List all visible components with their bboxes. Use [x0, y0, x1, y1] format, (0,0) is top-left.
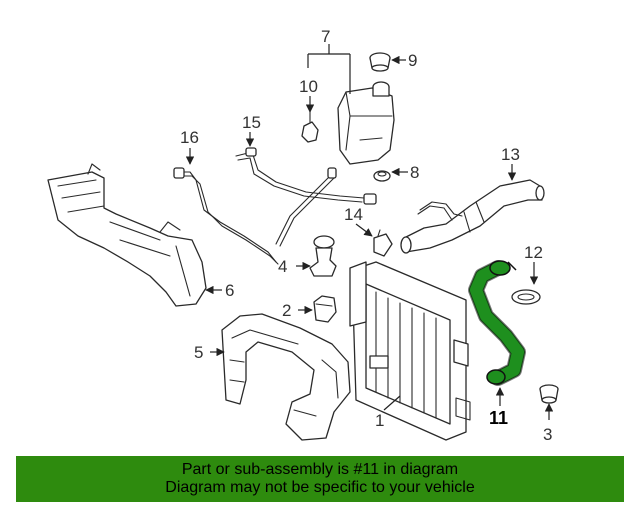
- callout-6: 6: [205, 281, 234, 300]
- part-2-mount: [313, 295, 337, 323]
- callout-label-5: 5: [194, 343, 203, 362]
- part-9-cap: [369, 52, 391, 72]
- part-7-expansion-tank: [337, 81, 395, 165]
- callout-label-13: 13: [501, 145, 520, 164]
- callout-label-3: 3: [543, 425, 552, 444]
- callout-14: 14: [344, 205, 373, 237]
- callout-label-2: 2: [282, 301, 291, 320]
- part-1-radiator: [349, 261, 471, 441]
- part-8-grommet: [373, 170, 391, 182]
- callout-label-14: 14: [344, 205, 363, 224]
- callout-label-16: 16: [180, 128, 199, 147]
- callout-13: 13: [501, 145, 520, 181]
- part-6-left-air-guide: [47, 163, 207, 307]
- callout-label-1: 1: [375, 411, 384, 430]
- callout-7: 7: [307, 27, 351, 94]
- callout-label-4: 4: [278, 257, 287, 276]
- callout-label-10: 10: [299, 77, 318, 96]
- part-13-upper-hose: [400, 179, 545, 254]
- notice-line-part-number: Part or sub-assembly is #11 in diagram: [181, 461, 459, 478]
- callout-5: 5: [194, 343, 225, 362]
- callout-3: 3: [543, 403, 554, 444]
- callout-label-9: 9: [408, 51, 417, 70]
- callout-11: 11: [489, 387, 508, 428]
- part-12-clamp: [511, 289, 541, 305]
- callout-1: 1: [375, 395, 401, 430]
- notice-line-disclaimer: Diagram may not be specific to your vehi…: [165, 479, 475, 496]
- part-4-thermostat: [309, 235, 337, 277]
- callout-10: 10: [299, 77, 318, 113]
- callout-4: 4: [278, 257, 311, 276]
- callout-8: 8: [391, 163, 419, 182]
- callout-9: 9: [391, 51, 417, 70]
- callout-label-8: 8: [410, 163, 419, 182]
- callout-label-7: 7: [321, 27, 330, 46]
- callout-label-15: 15: [242, 113, 261, 132]
- callout-16: 16: [180, 128, 199, 165]
- part-5-lower-deflector: [221, 313, 351, 441]
- part-10-sensor: [301, 111, 319, 143]
- part-16-bleed-hose: [173, 167, 279, 265]
- part-14-clamp: [373, 229, 393, 257]
- callout-12: 12: [524, 243, 543, 285]
- callout-2: 2: [282, 301, 313, 320]
- callout-label-6: 6: [225, 281, 234, 300]
- notice-banner: Part or sub-assembly is #11 in diagram D…: [16, 456, 624, 502]
- part-15-vent-line: [235, 147, 377, 247]
- exploded-parts-diagram: 7 9 10 15 16 13 8 14: [47, 27, 559, 444]
- part-3-drain-plug: [539, 384, 559, 404]
- callout-label-12: 12: [524, 243, 543, 262]
- part-11-lower-hose-highlighted: [468, 260, 526, 386]
- callout-label-11: 11: [489, 408, 508, 428]
- callout-15: 15: [242, 113, 261, 147]
